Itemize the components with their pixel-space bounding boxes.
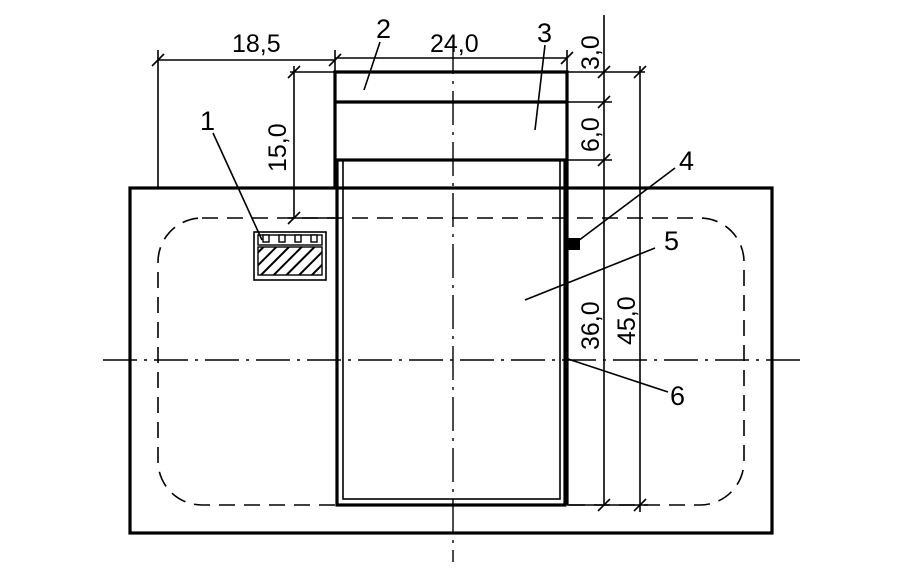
- dimension-lines: [151, 15, 648, 512]
- dimension-45-0: 45,0: [613, 296, 641, 345]
- dimension-15-0: 15,0: [264, 123, 292, 172]
- inner-element-outer: [335, 158, 567, 507]
- callout-1: 1: [200, 106, 215, 136]
- dimension-24-0: 24,0: [430, 30, 479, 58]
- dashed-inner-contour: [157, 217, 745, 506]
- dimension-18-5: 18,5: [232, 30, 281, 58]
- element-1-block: [253, 231, 327, 281]
- leader-lines: [212, 41, 676, 393]
- callout-4: 4: [679, 146, 694, 176]
- dimension-3-0: 3,0: [577, 35, 605, 70]
- callout-5: 5: [664, 226, 679, 256]
- dimension-36-0: 36,0: [577, 301, 605, 350]
- inner-element-inner: [342, 159, 561, 500]
- dimension-6-0: 6,0: [577, 117, 605, 152]
- callout-2: 2: [376, 14, 391, 44]
- upper-frame-outline: [333, 70, 569, 505]
- callout-3: 3: [537, 18, 552, 48]
- callout-6: 6: [670, 381, 685, 411]
